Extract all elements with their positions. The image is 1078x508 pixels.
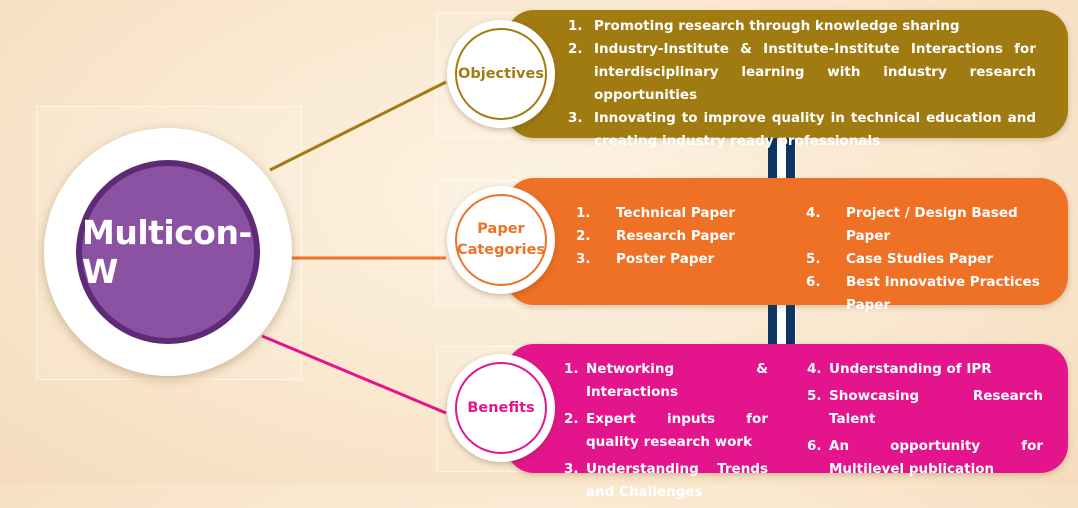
list-item: 5.Case Studies Paper — [806, 251, 993, 267]
categories-list-left: 1.Technical Paper 2.Research Paper 3.Pos… — [576, 202, 786, 271]
hub-circle: Multicon-W — [76, 160, 260, 344]
benefits-band: 1.Networking & Interactions 2.Expert inp… — [506, 344, 1068, 500]
list-item: 4.Understanding of IPR — [807, 361, 992, 377]
list-item: 3.Innovating to improve quality in techn… — [568, 110, 1036, 149]
categories-label: Paper Categories — [455, 194, 547, 286]
pillar-upper — [768, 136, 796, 180]
list-item: 3.Understanding Trends and Challenges — [564, 461, 768, 500]
list-item: 6.An opportunity for Multilevel publicat… — [807, 438, 1043, 477]
benefits-label: Benefits — [455, 362, 547, 454]
pillar-lower — [768, 303, 796, 346]
categories-node: Paper Categories — [447, 186, 555, 294]
benefits-connector — [261, 334, 447, 415]
list-item: 6.Best Innovative Practices Paper — [806, 274, 1040, 313]
list-item: 2.Industry-Institute & Institute-Institu… — [568, 41, 1036, 103]
benefits-list-right: 4.Understanding of IPR 5.Showcasing Rese… — [807, 358, 1043, 485]
objectives-list: 1.Promoting research through knowledge s… — [568, 15, 1036, 153]
list-item: 3.Poster Paper — [576, 251, 715, 267]
objectives-node: Objectives — [447, 20, 555, 128]
list-item: 1.Promoting research through knowledge s… — [568, 18, 960, 34]
objectives-connector — [269, 80, 447, 172]
connector-lines — [261, 80, 447, 415]
hub-title: Multicon-W — [82, 213, 252, 291]
list-item: 1.Technical Paper — [576, 205, 735, 221]
objectives-band: 1.Promoting research through knowledge s… — [506, 10, 1068, 149]
benefits-node: Benefits — [447, 354, 555, 462]
list-item: 4.Project / Design Based Paper — [806, 205, 1018, 244]
list-item: 2.Expert inputs for quality research wor… — [564, 411, 768, 450]
objectives-label: Objectives — [455, 28, 547, 120]
list-item: 2.Research Paper — [576, 228, 735, 244]
list-item: 5.Showcasing Research Talent — [807, 388, 1043, 427]
list-item: 1.Networking & Interactions — [564, 361, 768, 400]
categories-list-right: 4.Project / Design Based Paper 5.Case St… — [806, 202, 1066, 317]
benefits-list-left: 1.Networking & Interactions 2.Expert inp… — [564, 358, 768, 508]
categories-band: 1.Technical Paper 2.Research Paper 3.Pos… — [506, 178, 1068, 313]
